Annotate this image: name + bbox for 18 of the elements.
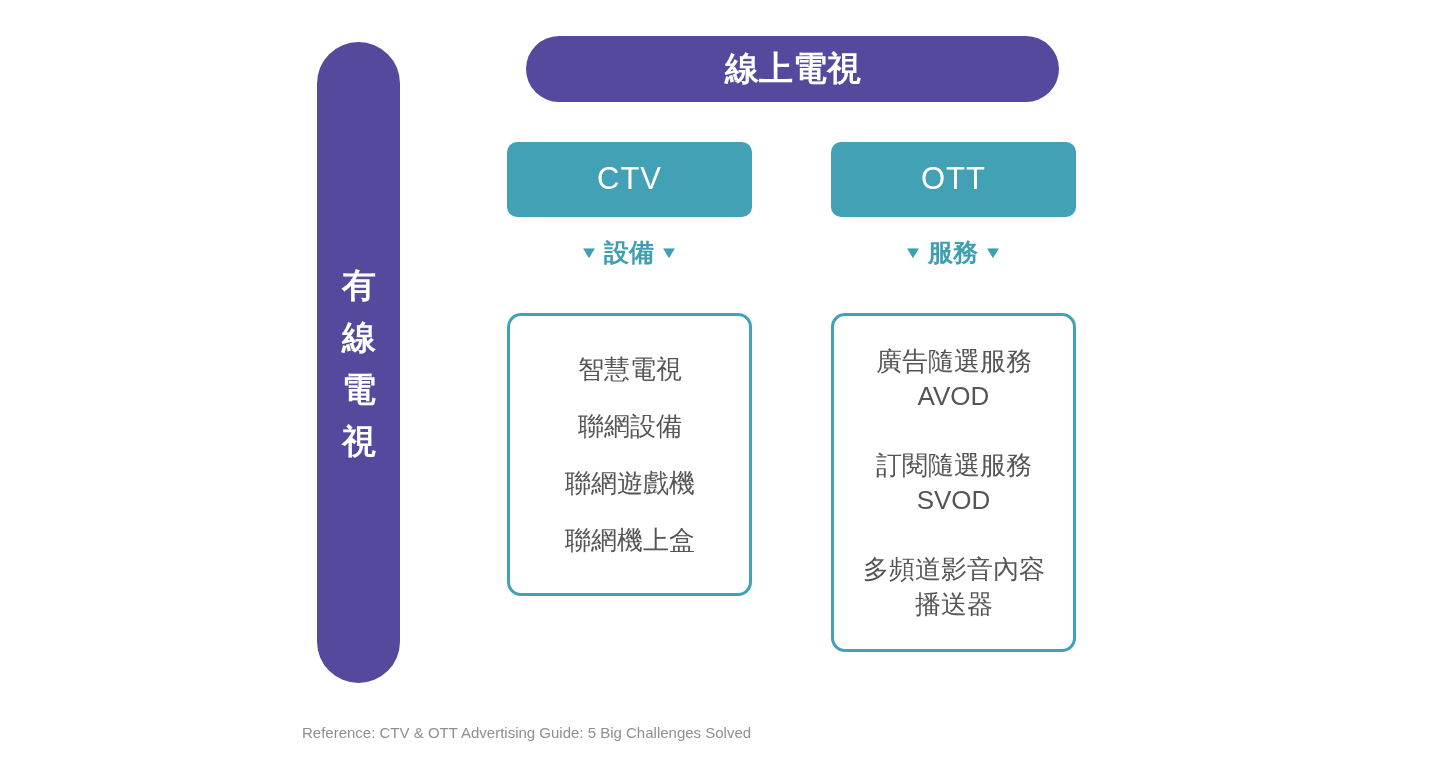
pill-title: 有線電視: [340, 264, 377, 462]
category-title: CTV: [597, 162, 662, 197]
category-box: [507, 142, 752, 217]
pill-title: 線上電視: [724, 50, 861, 88]
category-box: [831, 142, 1076, 217]
list-item-text: 訂閱隨選服務 SVOD: [874, 448, 1033, 517]
category-subtitle: 設備: [604, 239, 654, 267]
list-panel: [831, 313, 1076, 652]
list-item-text: 智慧電視: [576, 352, 683, 386]
list-item-text: 聯網遊戲機: [563, 466, 696, 500]
list-item-text: 廣告隨選服務 AVOD: [874, 344, 1033, 413]
list-item-text: 多頻道影音內容播送器: [861, 552, 1046, 621]
category-title: OTT: [921, 162, 986, 197]
reference-caption: Reference: CTV & OTT Advertising Guide: 5 Big Challenges Solved: [302, 724, 752, 742]
category-subtitle: 服務: [928, 239, 978, 267]
list-item-text: 聯網設備: [576, 409, 683, 443]
list-panel: [507, 313, 752, 596]
list-item-text: 聯網機上盒: [563, 523, 696, 557]
